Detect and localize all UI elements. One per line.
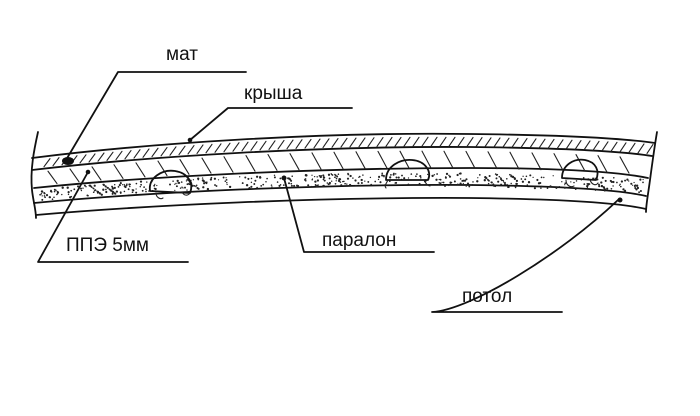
ceiling-bottom-line	[35, 197, 647, 216]
label-foam: паралон	[322, 230, 396, 251]
mat-blob-right	[561, 158, 599, 188]
label-mat: мат	[166, 44, 198, 65]
leader-ppe-dot	[85, 169, 91, 175]
leader-roof	[189, 107, 353, 141]
label-ppe: ППЭ 5мм	[66, 235, 149, 256]
leader-foam	[283, 177, 435, 253]
label-roof: крыша	[244, 83, 303, 104]
leader-foam-dot	[281, 175, 287, 181]
leader-mat	[65, 71, 247, 161]
leader-roof-dot	[187, 137, 193, 143]
leader-ceiling-dot	[617, 197, 623, 203]
ppe-hatching	[47, 150, 630, 185]
label-ceiling: потол	[462, 286, 512, 307]
foam-stippling	[39, 172, 644, 201]
roof-top-line	[31, 132, 656, 159]
roof-hatching	[43, 136, 654, 168]
ppe-bottom-line	[33, 167, 649, 189]
mat-blob-middle	[384, 159, 431, 189]
leader-ppe	[37, 171, 189, 263]
leader-ceiling	[431, 199, 619, 313]
roof-bottom-line	[31, 146, 653, 171]
right-edge	[645, 131, 658, 213]
mat-blob-small	[62, 157, 74, 165]
foam-bottom-line	[33, 184, 647, 204]
mat-blob-left	[149, 169, 193, 200]
left-edge	[30, 131, 39, 219]
